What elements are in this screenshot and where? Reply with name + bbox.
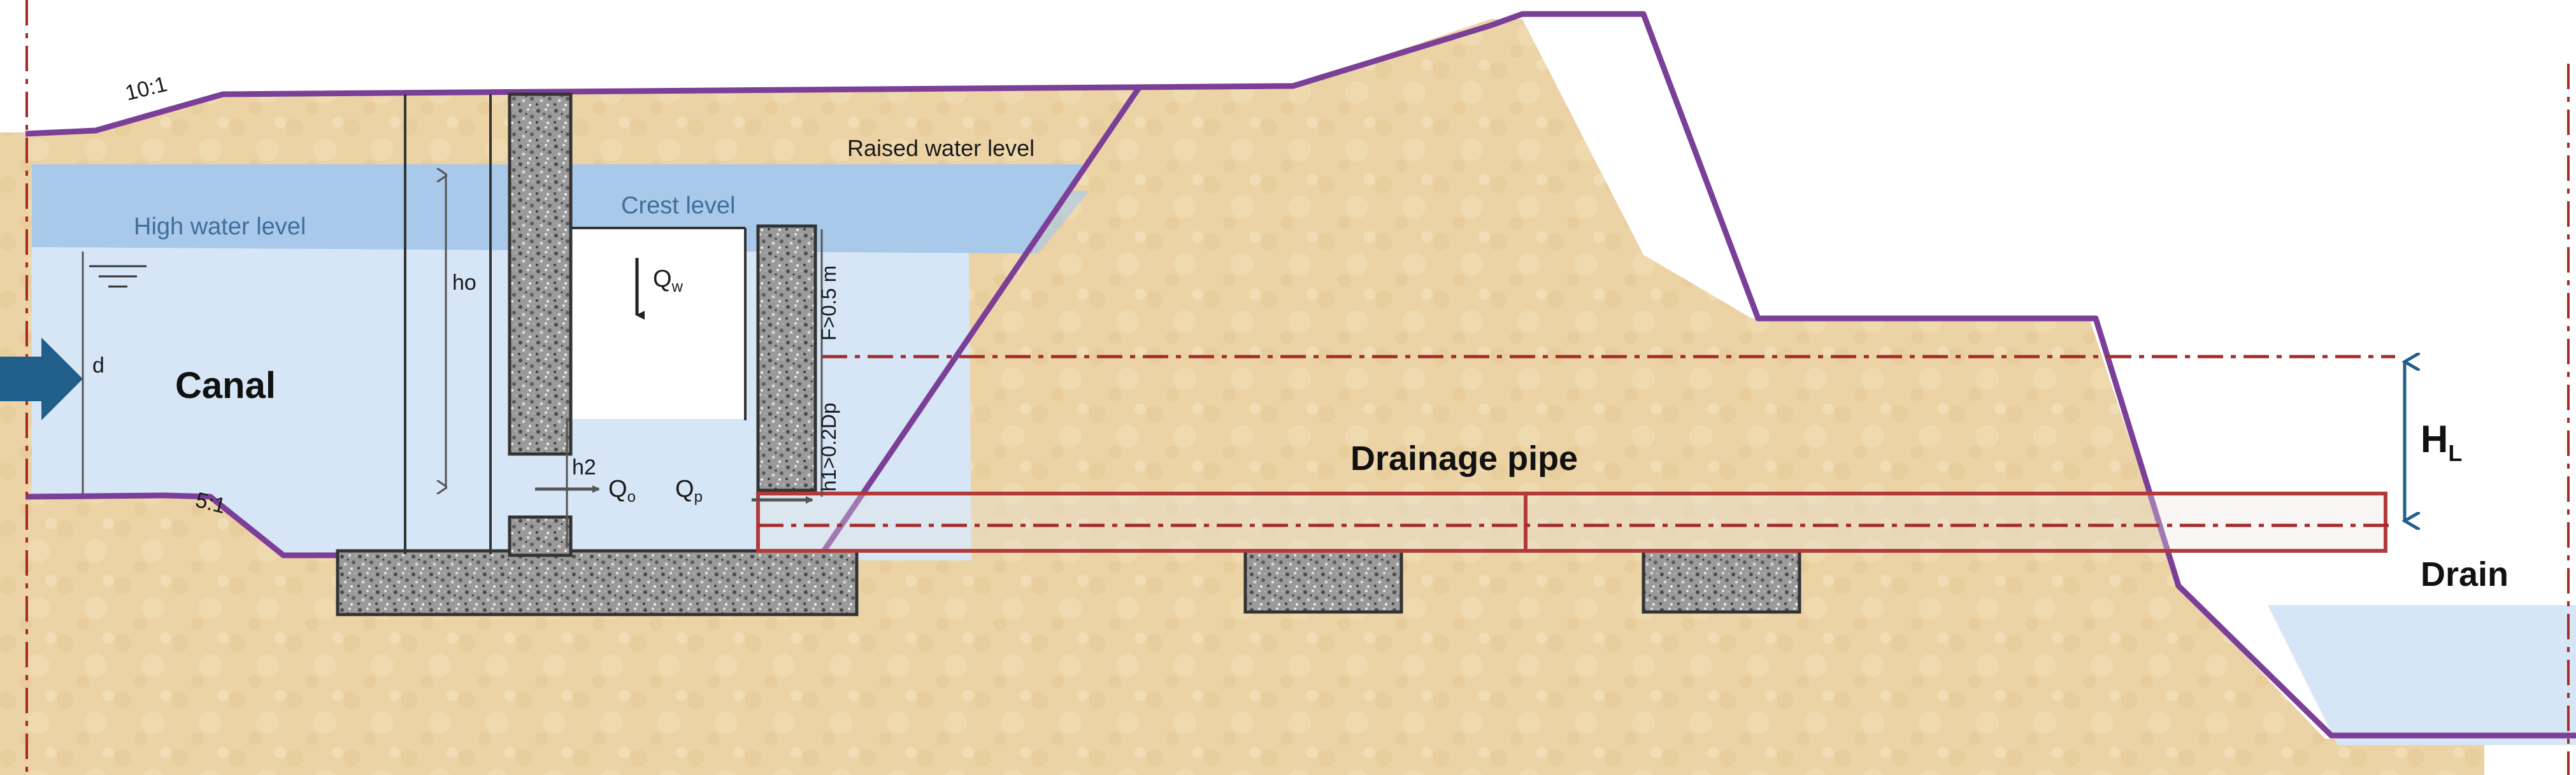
- gate-opening-box: [567, 228, 745, 419]
- raised-water-level-label: Raised water level: [847, 135, 1034, 161]
- canal-bed-profile: [25, 492, 357, 558]
- hl-label: HL: [2421, 418, 2462, 466]
- ho-label: ho: [452, 271, 476, 295]
- freeboard-label: F>0.5 m: [817, 266, 840, 341]
- qo-label: Qo: [608, 476, 636, 506]
- weir-wall: [756, 224, 817, 492]
- gate-wall-lower: [508, 515, 573, 557]
- canal-label: Canal: [175, 365, 276, 406]
- drainage-pipe-label: Drainage pipe: [1350, 439, 1578, 478]
- high-water-level-label: High water level: [134, 213, 306, 240]
- water-level-symbol: [89, 265, 147, 288]
- h1-label: h1>0.2Dp: [817, 402, 840, 492]
- qw-label: Qw: [653, 266, 683, 295]
- drainage-pipe: [756, 492, 2387, 553]
- drain-label: Drain: [2421, 555, 2508, 594]
- crest-level-label: Crest level: [621, 192, 736, 219]
- gate-wall-upper: [508, 92, 573, 456]
- d-label: d: [92, 353, 104, 378]
- embankment-profile-top: [25, 11, 2576, 739]
- support-block-1: [1243, 549, 1403, 614]
- qp-label: Qp: [675, 476, 703, 506]
- drain-water: [2268, 605, 2576, 745]
- raised-water-band-right: [752, 191, 1089, 253]
- support-block-2: [1642, 549, 1801, 614]
- h2-label: h2: [572, 455, 596, 480]
- inflow-arrow-icon: [0, 338, 83, 420]
- inner-embankment-slope: [819, 84, 1143, 556]
- foundation-slab: [336, 549, 859, 616]
